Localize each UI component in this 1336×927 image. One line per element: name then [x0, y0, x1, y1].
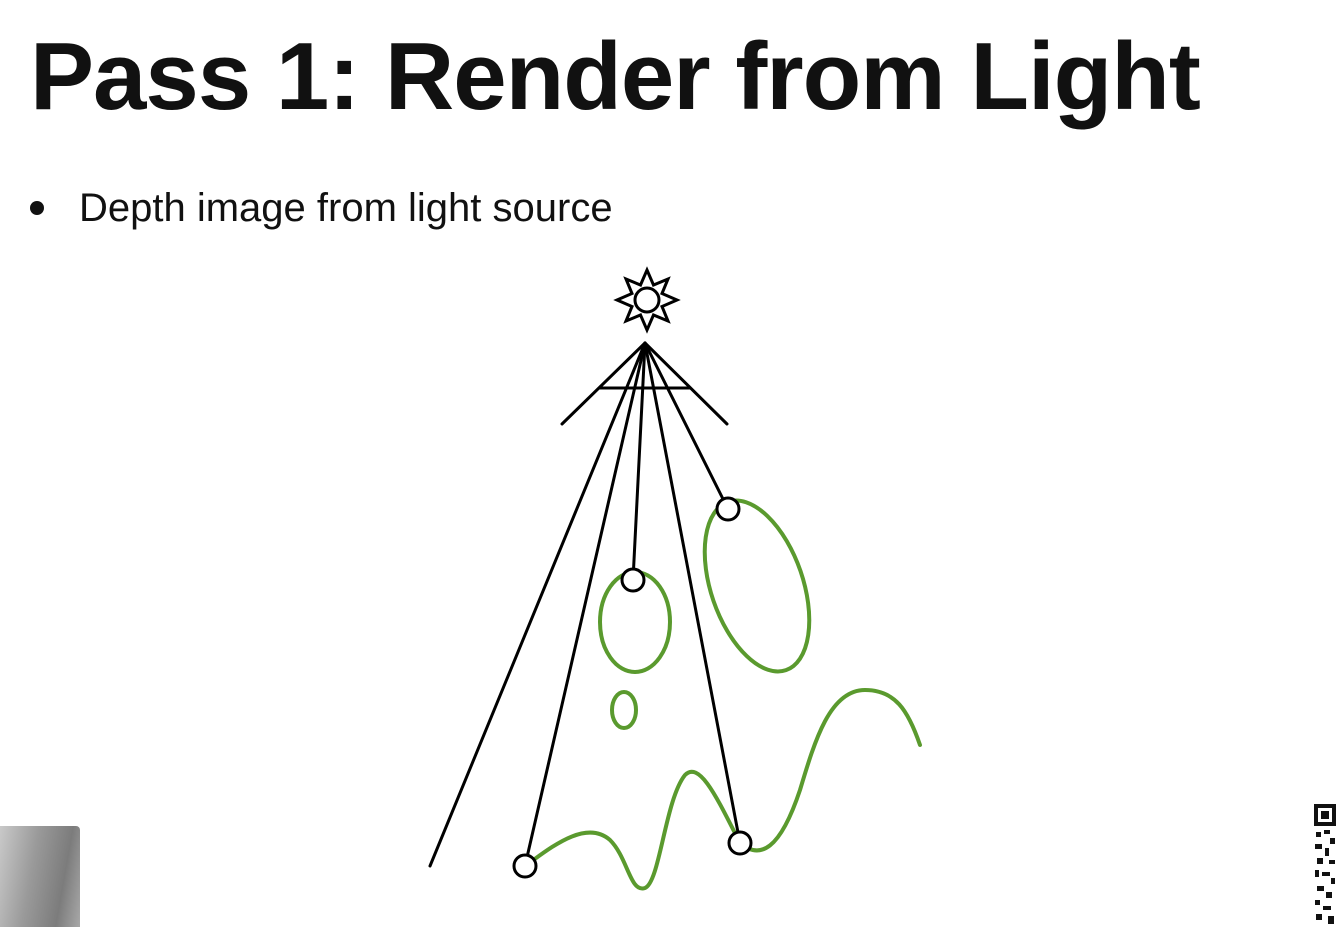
object-large-ellipse: [702, 498, 812, 674]
object-tiny-ellipse: [610, 690, 638, 730]
frustum-right-edge: [643, 341, 729, 426]
webcam-thumbnail: [0, 826, 80, 927]
ray-2: [523, 341, 647, 868]
frustum-left-edge: [560, 341, 647, 426]
light-frustum: [560, 341, 729, 426]
sample-point: [727, 830, 753, 856]
bullet-text: Depth image from light source: [79, 186, 613, 230]
sample-point: [620, 567, 646, 593]
sun-icon: [613, 266, 681, 334]
ray-1: [428, 341, 647, 868]
slide-title: Pass 1: Render from Light: [30, 23, 1201, 130]
scene-geometry: [523, 498, 922, 891]
bullet-list: Depth image from light source: [26, 184, 613, 232]
qr-code-icon: [1314, 804, 1336, 924]
ray-4: [643, 341, 742, 845]
ground-surface: [523, 687, 922, 891]
bullet-item: Depth image from light source: [26, 184, 613, 232]
ray-5: [643, 341, 730, 511]
ray-3: [631, 341, 647, 582]
depth-sample-points: [512, 496, 753, 879]
sun-core: [633, 286, 661, 314]
light-rays: [428, 341, 742, 868]
sample-point: [715, 496, 741, 522]
sample-point: [512, 853, 538, 879]
bullet-dot: [30, 201, 44, 215]
